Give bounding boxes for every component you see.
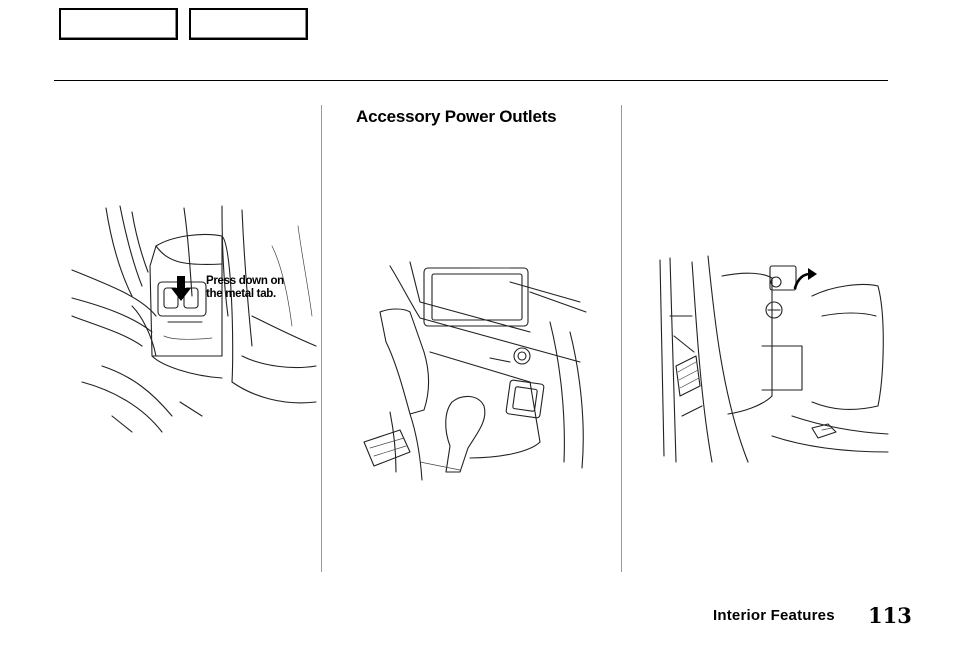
console-callout: Press down on the metal tab. <box>206 275 284 301</box>
rear-console-illustration <box>71 205 317 433</box>
center-console-outlet-illustration <box>360 261 592 481</box>
section-heading: Accessory Power Outlets <box>356 107 557 126</box>
nav-prev-button[interactable] <box>59 8 178 40</box>
cargo-area-outlet-illustration <box>652 255 889 466</box>
header-rule <box>54 80 888 81</box>
column-divider-right <box>621 105 622 572</box>
curved-arrow-icon <box>792 266 818 292</box>
nav-next-button[interactable] <box>189 8 308 40</box>
callout-line-1: Press down on <box>206 275 284 287</box>
column-divider-left <box>321 105 322 572</box>
page-number: 113 <box>868 603 912 628</box>
down-arrow-icon <box>170 276 192 302</box>
callout-line-2: the metal tab. <box>206 288 276 300</box>
footer-section-title: Interior Features <box>713 607 835 624</box>
